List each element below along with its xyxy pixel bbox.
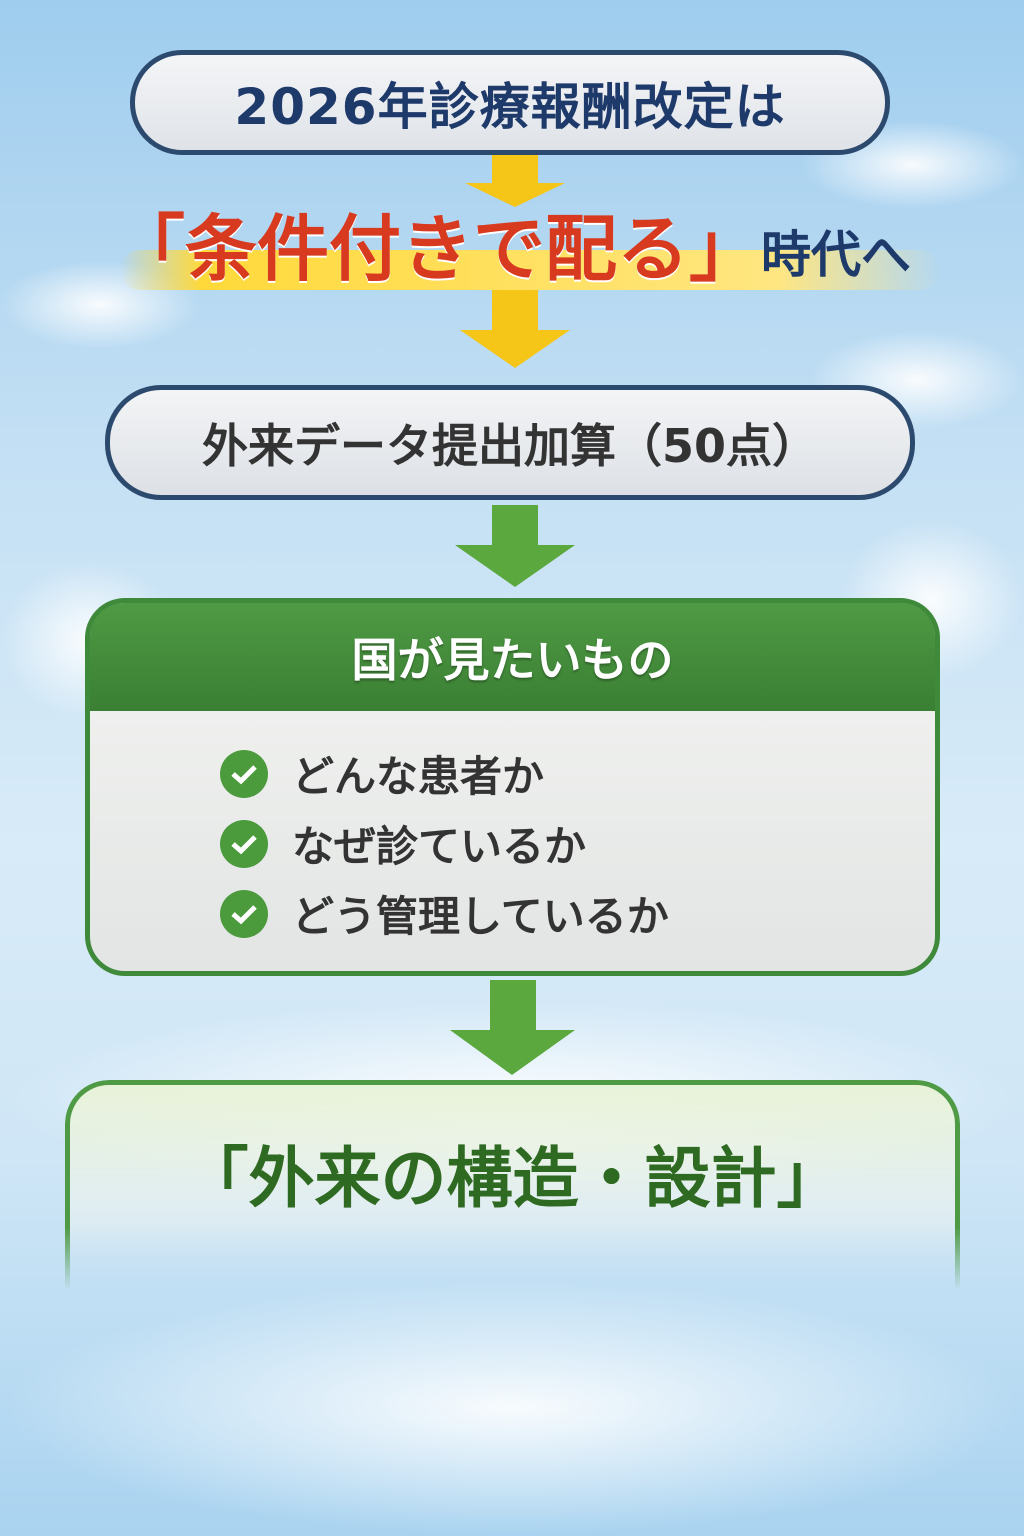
check-icon [220,749,268,798]
conclusion-text: 「外来の構造・設計」 [182,1140,843,1217]
list-item: どう管理しているか [220,883,669,944]
list-item: なぜ診ているか [220,813,586,874]
data-submission-text: 外来データ提出加算（50点） [201,418,818,473]
wants-header: 国が見たいもの [90,603,935,711]
title-text: 2026年診療報酬改定は [234,77,786,136]
green-arrow-down [455,505,575,587]
list-item: どんな患者か [220,743,544,804]
headline-suffix: 時代へ [761,226,911,284]
highlight-band [120,250,940,290]
list-item-text: どんな患者か [292,752,545,801]
check-icon [220,889,268,938]
headline-emphasis: 「条件付きで配る」 [112,207,761,291]
conclusion-box: 「外来の構造・設計」 [65,1080,960,1290]
check-icon [220,819,268,868]
data-submission-box: 外来データ提出加算（50点） [105,385,915,500]
list-item-text: どう管理しているか [292,892,669,941]
green-arrow-down [450,980,575,1075]
title-box: 2026年診療報酬改定は [130,50,890,155]
yellow-arrow-down [460,155,570,368]
list-item-text: なぜ診ているか [292,822,587,871]
wants-box: 国が見たいもの どんな患者か なぜ診ているか どう管理しているか [85,598,940,976]
headline: 「条件付きで配る」 時代へ [0,195,1024,295]
cloud [0,1280,1024,1536]
